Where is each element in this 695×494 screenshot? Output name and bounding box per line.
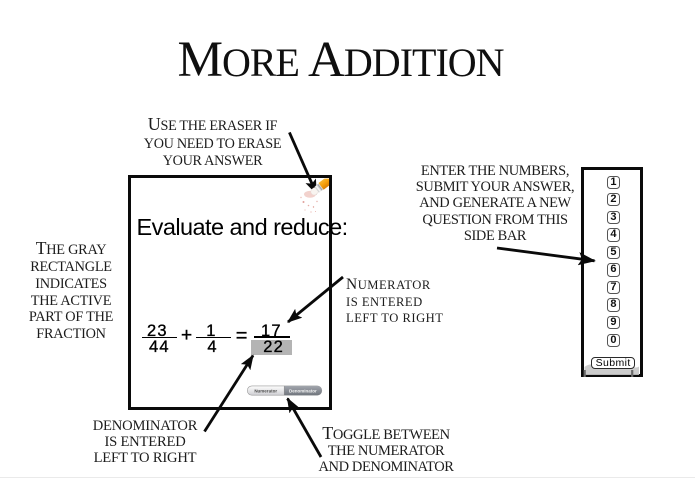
svg-text:Numerator: Numerator bbox=[254, 388, 277, 393]
svg-text:Denominator: Denominator bbox=[289, 388, 317, 393]
